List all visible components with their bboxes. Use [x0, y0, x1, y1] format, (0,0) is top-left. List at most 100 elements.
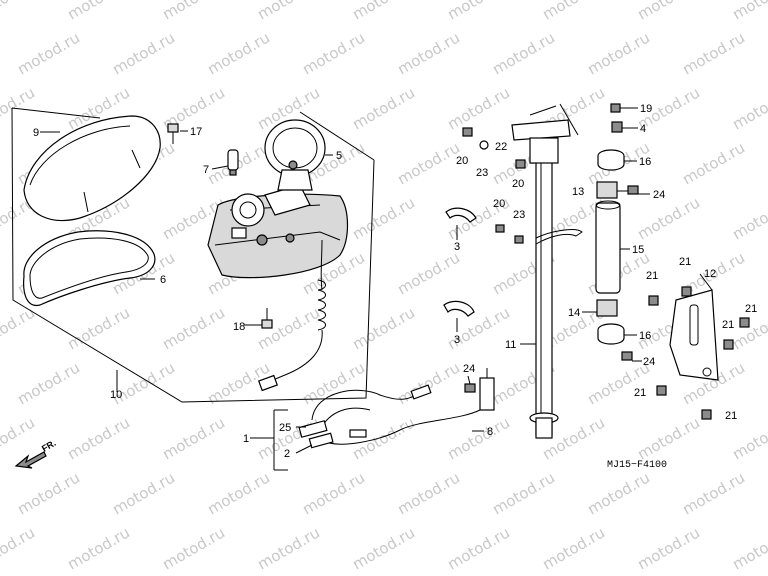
watermark-text: motod.ru	[299, 28, 368, 78]
watermark-text: motod.ru	[0, 303, 38, 353]
callout-labels: 1 2 3 3 4 5 6 7 8 9 10 11 12 13 14 15 16…	[33, 103, 757, 460]
front-direction-arrow-icon	[14, 451, 47, 469]
callout-20-a: 20	[456, 155, 468, 167]
watermark-text: motod.ru	[109, 28, 178, 78]
watermark-text: motod.ru	[349, 0, 418, 23]
watermark-text: motod.ru	[679, 138, 748, 188]
callout-21-b: 21	[679, 256, 691, 268]
watermark-text: motod.ru	[159, 413, 228, 463]
callout-16-upper: 16	[639, 156, 651, 168]
watermark-text: motod.ru	[444, 523, 513, 573]
meter-lamp	[264, 119, 326, 191]
watermark-text: motod.ru	[679, 28, 748, 78]
watermark-text: motod.ru	[14, 358, 83, 408]
watermark-text: motod.ru	[204, 138, 273, 188]
callout-16-lower: 16	[639, 330, 651, 342]
diagram-code: MJ15−F4100	[607, 460, 667, 471]
watermark-text: motod.ru	[634, 0, 703, 23]
watermark-text: motod.ru	[634, 413, 703, 463]
watermark-text: motod.ru	[0, 0, 38, 23]
callout-24-a: 24	[653, 189, 665, 201]
watermark-text: motod.ru	[444, 83, 513, 133]
callout-7: 7	[203, 164, 209, 176]
watermark-text: motod.ru	[729, 0, 768, 23]
watermark-text: motod.ru	[14, 28, 83, 78]
callout-20-c: 20	[493, 198, 505, 210]
watermark-text: motod.ru	[729, 193, 768, 243]
front-direction-label: FR.	[40, 438, 58, 454]
callout-18: 18	[233, 321, 245, 333]
screw-17	[167, 123, 179, 144]
assembly-10-frame	[11, 107, 375, 403]
watermark-text: motod.ru	[0, 523, 38, 573]
callout-21-e: 21	[634, 387, 646, 399]
watermark-text: motod.ru	[394, 28, 463, 78]
watermark-text: motod.ru	[64, 0, 133, 23]
callout-21-a: 21	[646, 270, 658, 282]
callout-1: 1	[243, 433, 249, 445]
watermark-text: motod.ru	[444, 413, 513, 463]
watermark-text: motod.ru	[539, 0, 608, 23]
fasteners	[462, 103, 750, 420]
watermark-text: motod.ru	[539, 523, 608, 573]
callout-17: 17	[190, 126, 202, 138]
speedometer-cable	[258, 239, 326, 392]
watermark-text: motod.ru	[444, 0, 513, 23]
steering-stem	[511, 119, 583, 439]
watermark-text: motod.ru	[349, 193, 418, 243]
watermark-text: motod.ru	[109, 468, 178, 518]
watermark-text: motod.ru	[159, 0, 228, 23]
watermark-text: motod.ru	[254, 523, 323, 573]
watermark-text: motod.ru	[159, 523, 228, 573]
bracket	[669, 289, 719, 381]
tube-assembly	[595, 149, 625, 345]
clips	[443, 207, 477, 317]
callout-24-b: 24	[643, 356, 655, 368]
watermark-text: motod.ru	[64, 523, 133, 573]
callout-5: 5	[336, 150, 342, 162]
callout-9: 9	[33, 127, 39, 139]
watermark-text: motod.ru	[349, 83, 418, 133]
callout-6: 6	[160, 274, 166, 286]
watermark-text: motod.ru	[204, 468, 273, 518]
speedometer-housing	[207, 184, 349, 279]
bulb	[227, 149, 239, 176]
watermark-text: motod.ru	[394, 358, 463, 408]
watermark-text: motod.ru	[394, 248, 463, 298]
watermark-text: motod.ru	[679, 468, 748, 518]
callout-25: 25	[279, 422, 291, 434]
callout-14: 14	[568, 307, 580, 319]
watermark-text: motod.ru	[349, 523, 418, 573]
callout-3-upper: 3	[454, 241, 460, 253]
watermark-text: motod.ru	[349, 413, 418, 463]
callout-24-c: 24	[463, 363, 475, 375]
callout-23-b: 23	[513, 209, 525, 221]
speedometer-cover	[23, 115, 161, 222]
watermark-text: motod.ru	[159, 303, 228, 353]
callout-13: 13	[572, 186, 584, 198]
callout-21-c: 21	[745, 303, 757, 315]
watermark-text: motod.ru	[64, 303, 133, 353]
watermark-text: motod.ru	[394, 468, 463, 518]
watermark-text: motod.ru	[0, 413, 38, 463]
callout-21-f: 21	[725, 410, 737, 422]
callout-19: 19	[640, 103, 652, 115]
watermark-text: motod.ru	[729, 83, 768, 133]
watermark-text: motod.ru	[729, 523, 768, 573]
watermark-text: motod.ru	[489, 28, 558, 78]
watermark-text: motod.ru	[349, 303, 418, 353]
watermark-text: motod.ru	[299, 358, 368, 408]
watermark-text: motod.ru	[584, 468, 653, 518]
callout-3-lower: 3	[454, 334, 460, 346]
watermark-text: motod.ru	[634, 523, 703, 573]
watermark-text: motod.ru	[394, 138, 463, 188]
callout-15: 15	[632, 244, 644, 256]
watermark-text: motod.ru	[254, 0, 323, 23]
watermark-text: motod.ru	[14, 468, 83, 518]
callout-23-a: 23	[476, 167, 488, 179]
watermark-text: motod.ru	[489, 468, 558, 518]
callout-2: 2	[284, 448, 290, 460]
callout-10: 10	[110, 389, 122, 401]
